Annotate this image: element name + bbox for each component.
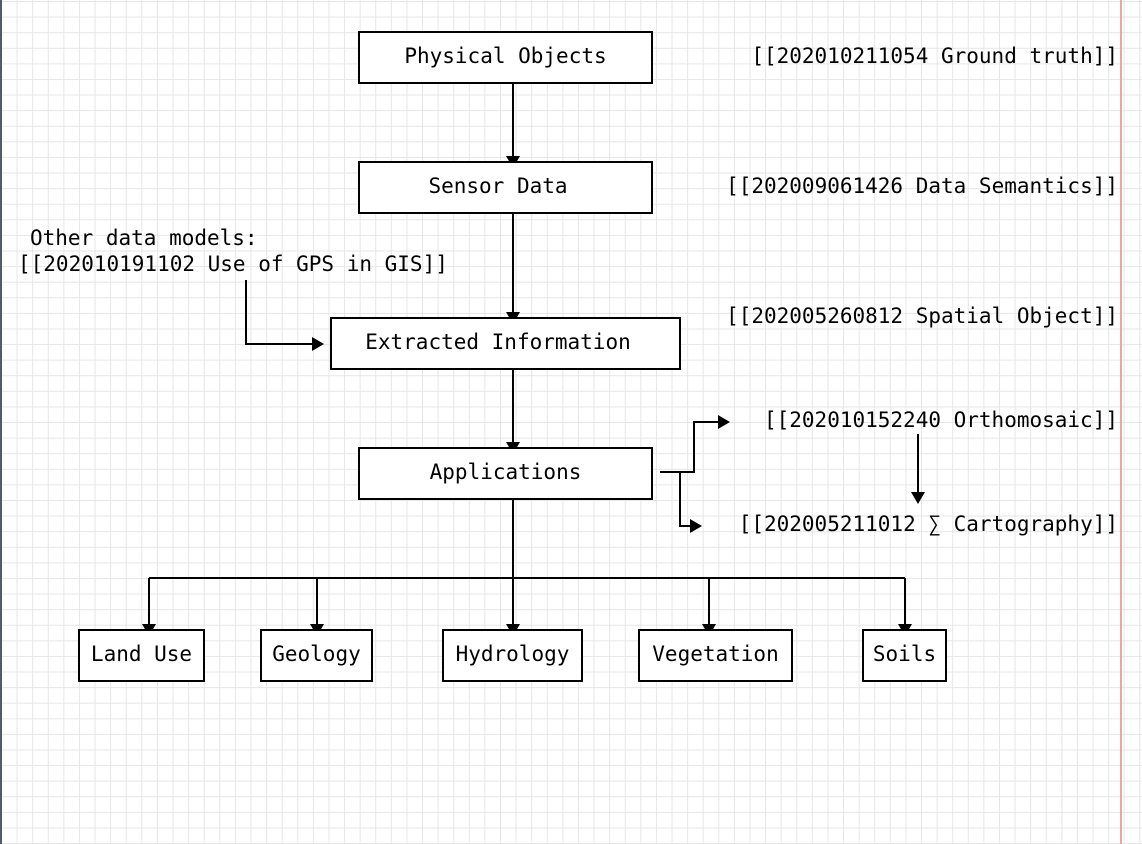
other-models-heading: Other data models: <box>30 226 258 250</box>
node-land-use[interactable]: Land Use <box>78 629 205 682</box>
node-box <box>638 629 793 682</box>
link-cartography[interactable]: [[202005211012 ∑ Cartography]] <box>739 512 1118 536</box>
link-spatial-object[interactable]: [[202005260812 Spatial Object]] <box>726 304 1118 328</box>
node-box <box>358 31 653 84</box>
node-label: Geology <box>272 642 361 666</box>
node-box <box>358 161 653 214</box>
edge-applications-to-cartography <box>679 472 690 527</box>
link-orthomosaic[interactable]: [[202010152240 Orthomosaic]] <box>764 408 1118 432</box>
node-soils[interactable]: Soils <box>862 629 947 682</box>
link-gps-in-gis[interactable]: [[202010191102 Use of GPS in GIS]] <box>18 252 448 276</box>
node-label: Sensor Data <box>428 174 567 198</box>
edge-applications-to-orthomosaic <box>660 421 718 473</box>
link-ground-truth[interactable]: [[202010211054 Ground truth]] <box>751 44 1118 68</box>
node-label: Vegetation <box>652 642 778 666</box>
node-physical-objects[interactable]: Physical Objects <box>358 31 653 84</box>
node-hydrology[interactable]: Hydrology <box>442 629 583 682</box>
node-label: Applications <box>430 460 582 484</box>
node-box <box>330 317 681 370</box>
arrowhead-icon <box>718 415 730 429</box>
left-window-border <box>0 0 2 844</box>
node-vegetation[interactable]: Vegetation <box>638 629 793 682</box>
node-label: Soils <box>873 642 936 666</box>
node-label: Extracted Information <box>365 330 631 354</box>
link-data-semantics[interactable]: [[202009061426 Data Semantics]] <box>726 174 1118 198</box>
node-label: Hydrology <box>456 642 570 666</box>
node-box <box>358 447 653 500</box>
node-box <box>862 629 947 682</box>
arrowhead-icon <box>911 492 925 504</box>
node-box <box>260 629 373 682</box>
arrowhead-icon <box>312 337 324 351</box>
edge-gps-to-extracted <box>245 280 312 345</box>
node-label: Land Use <box>91 642 192 666</box>
node-extracted-information[interactable]: Extracted Information <box>330 317 681 370</box>
node-applications[interactable]: Applications <box>358 447 653 500</box>
node-box <box>442 629 583 682</box>
node-box <box>78 629 205 682</box>
arrowhead-icon <box>690 519 702 533</box>
node-geology[interactable]: Geology <box>260 629 373 682</box>
right-margin-line <box>1120 0 1122 844</box>
node-label: Physical Objects <box>404 44 606 68</box>
node-sensor-data[interactable]: Sensor Data <box>358 161 653 214</box>
